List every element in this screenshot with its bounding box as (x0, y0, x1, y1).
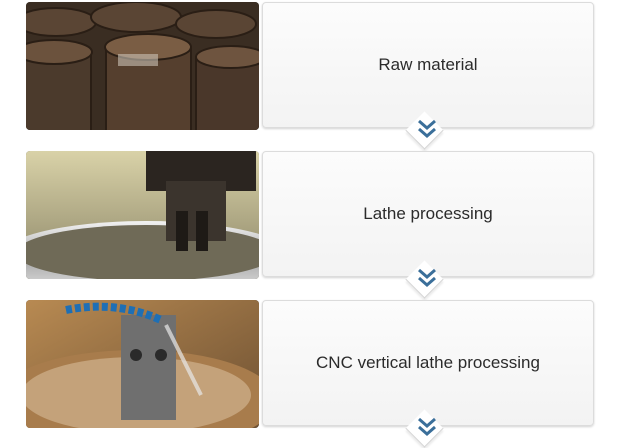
raw-material-photo (26, 2, 259, 130)
process-step-lathe: Lathe processing (26, 151, 594, 299)
step-label: CNC vertical lathe processing (316, 353, 540, 372)
step-label: Lathe processing (363, 204, 493, 223)
step-card: Lathe processing (262, 151, 594, 277)
process-step-cnc: CNC vertical lathe processing (26, 300, 594, 448)
cnc-vertical-lathe-photo (26, 300, 259, 428)
double-chevron-down-icon (418, 119, 436, 138)
lathe-processing-photo (26, 151, 259, 279)
step-label: Raw material (378, 55, 478, 74)
double-chevron-down-icon (418, 417, 436, 436)
step-card: Raw material (262, 2, 594, 128)
step-card: CNC vertical lathe processing (262, 300, 594, 426)
double-chevron-down-icon (418, 268, 436, 287)
process-step-raw-material: Raw material (26, 2, 594, 150)
